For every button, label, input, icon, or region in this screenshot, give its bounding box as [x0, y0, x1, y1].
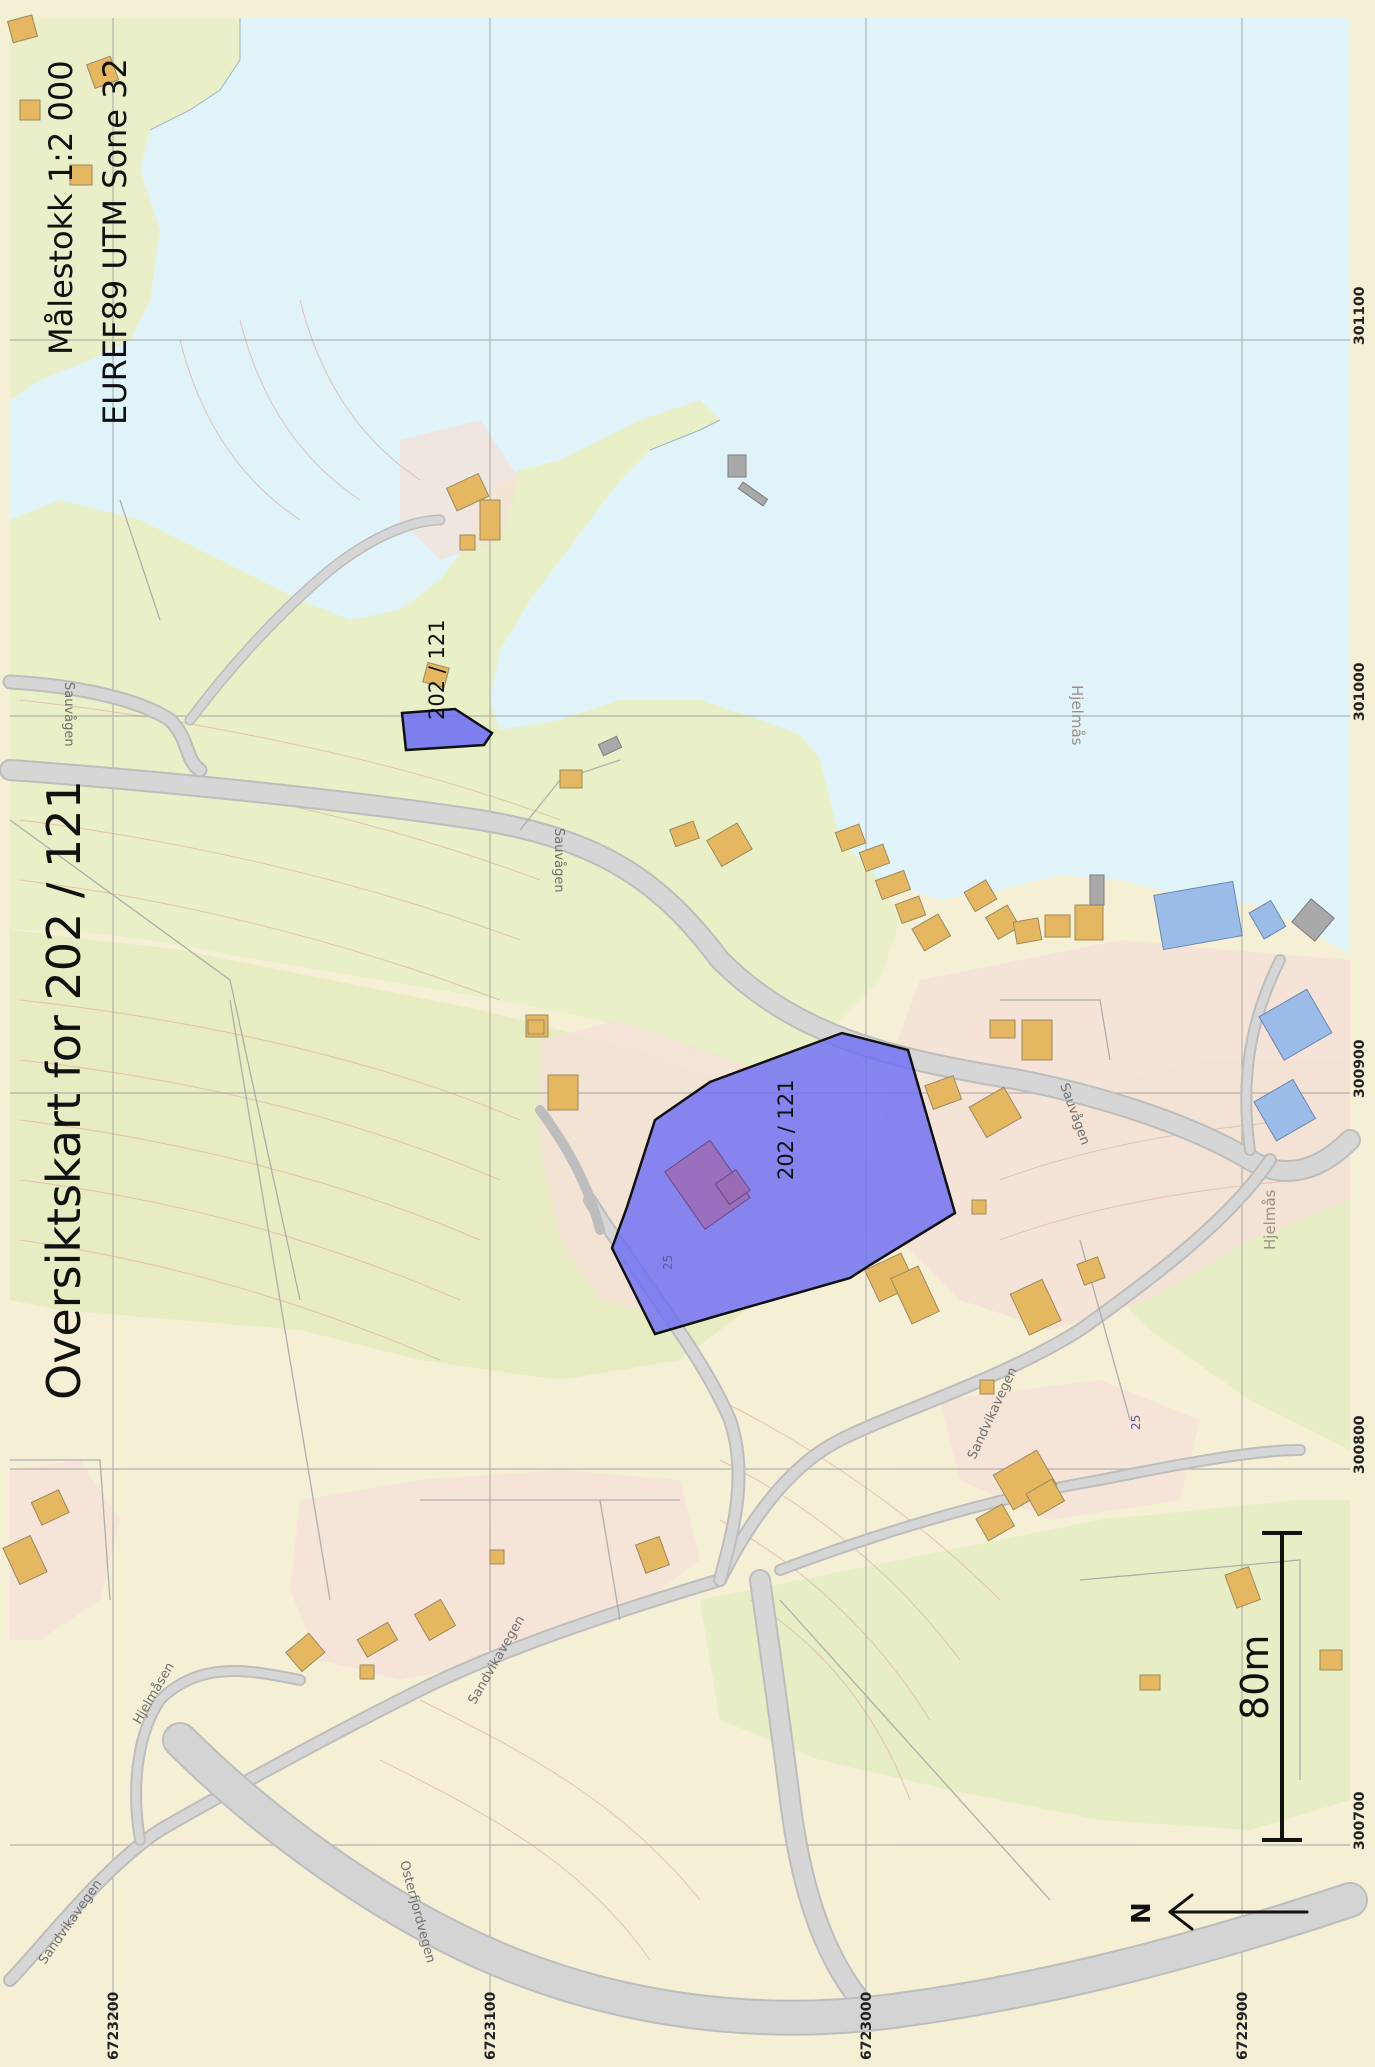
forest-area-3	[700, 1500, 1350, 1830]
northing-label: 6722900	[1235, 1992, 1251, 2060]
parcel-label-main: 202 / 121	[774, 1079, 798, 1180]
easting-labels: 300700 300800 300900 301000 301100	[1352, 286, 1368, 1850]
contour-label: 25	[1129, 1415, 1143, 1430]
water-area	[10, 18, 1350, 955]
northing-label: 6723200	[106, 1992, 122, 2060]
industrial-buildings	[1153, 880, 1333, 1142]
easting-label: 301000	[1352, 662, 1368, 721]
settlement-area-3	[290, 1470, 700, 1680]
north-label: N	[1127, 1902, 1157, 1924]
shoreline	[149, 18, 721, 451]
parcel-polygon-small[interactable]	[400, 707, 494, 752]
parcel-label-small: 202 / 121	[425, 619, 449, 720]
northing-label: 6723100	[483, 1992, 499, 2060]
scale-bar	[1262, 1531, 1302, 1842]
contour-label: 25	[661, 1255, 675, 1270]
map-scale-text: Målestokk 1:2 000	[42, 60, 80, 355]
road-label-sauvagen: Sauvågen	[551, 828, 566, 893]
roads	[0, 514, 1368, 2036]
northing-label: 6723000	[859, 1992, 875, 2060]
easting-label: 300700	[1352, 1791, 1368, 1850]
easting-label: 300800	[1352, 1415, 1368, 1474]
northing-labels: 6723200 6723100 6723000 6722900	[106, 1992, 1251, 2060]
north-arrow-icon	[1168, 1893, 1309, 1931]
buildings	[2, 14, 1343, 1691]
map-title: Oversiktskart for 202 / 121	[37, 780, 91, 1400]
parcel-polygon-main[interactable]	[610, 1031, 957, 1336]
easting-label: 300900	[1352, 1039, 1368, 1098]
gray-buildings	[597, 454, 1335, 942]
parcel-house	[664, 1139, 751, 1230]
easting-label: 301100	[1352, 286, 1368, 345]
place-label-hjelmas: Hjelmås	[1068, 685, 1086, 746]
road-label-sauvagen: Sauvågen	[61, 682, 76, 747]
place-label-hjelmas: Hjelmås	[1261, 1189, 1279, 1250]
map-projection-text: EUREF89 UTM Sone 32	[96, 58, 134, 425]
scale-bar-label: 80m	[1233, 1635, 1277, 1720]
